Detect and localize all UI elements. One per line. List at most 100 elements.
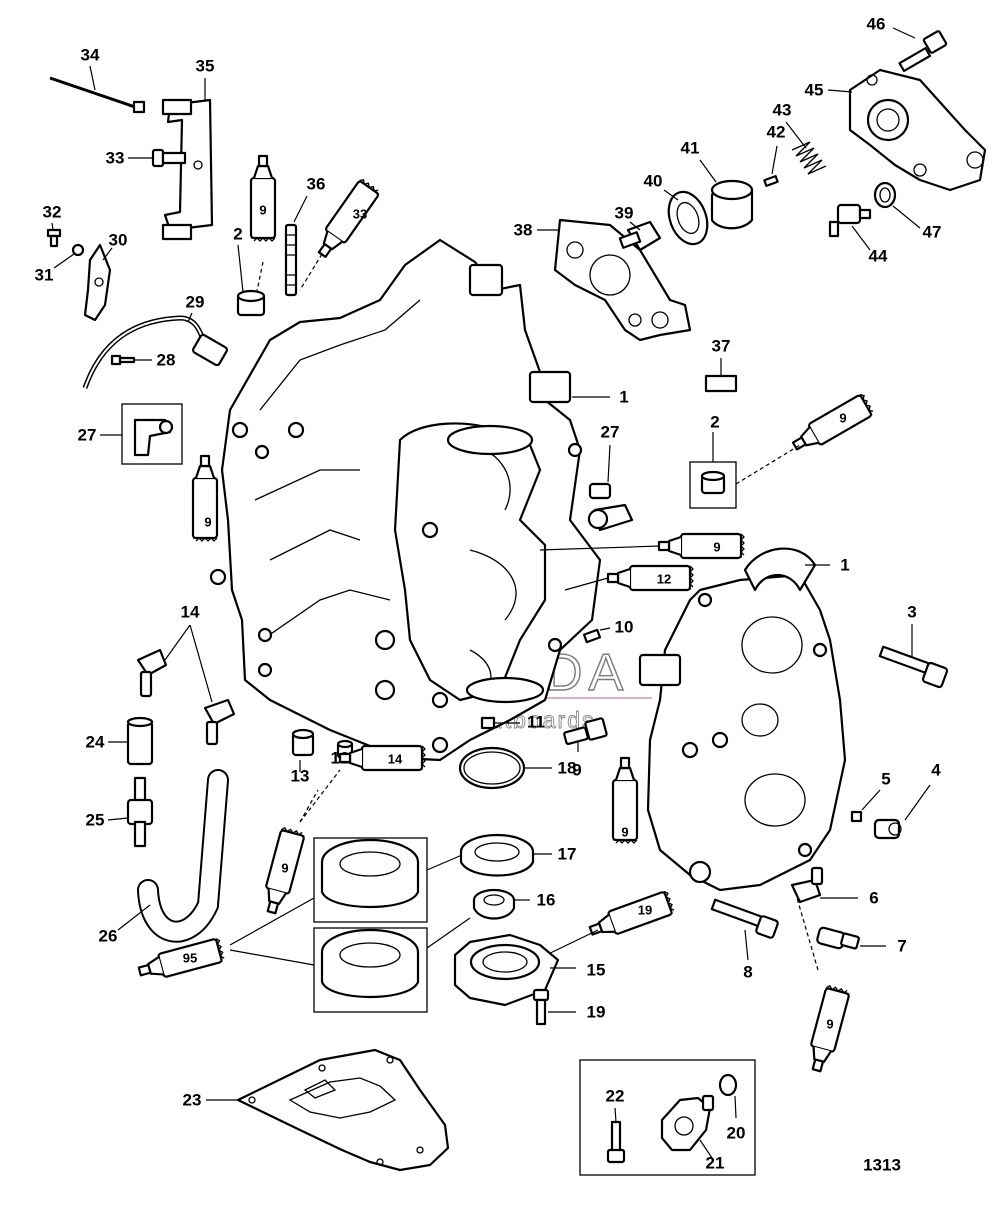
callout-17: 17 — [558, 845, 577, 864]
callout-42: 42 — [767, 123, 786, 142]
callout-3: 3 — [907, 603, 916, 622]
seal-o-ring — [458, 746, 526, 790]
callout-40: 40 — [644, 172, 663, 191]
oil-seal — [459, 833, 535, 877]
tube-label-9a: 9 — [259, 203, 266, 218]
sealant-tube-9d — [657, 532, 746, 560]
tube-label-14: 14 — [388, 752, 403, 767]
small-screw — [46, 228, 62, 248]
diagram-id: 1313 — [863, 1156, 901, 1175]
sealant-tube-19 — [585, 889, 677, 944]
sealant-tube-12 — [606, 564, 695, 592]
callout-1a: 1 — [619, 388, 628, 407]
temperature-sensor — [660, 1094, 715, 1152]
check-valve — [873, 818, 902, 840]
callout-19: 19 — [587, 1003, 606, 1022]
callout-15: 15 — [587, 961, 606, 980]
tube-label-19: 19 — [638, 903, 652, 918]
poppet-cup — [710, 179, 754, 230]
thermostat-housing — [848, 68, 987, 192]
tube-label-9d: 9 — [713, 540, 720, 555]
callout-20: 20 — [727, 1124, 746, 1143]
cylinder-block — [209, 238, 602, 762]
callout-27a: 27 — [78, 426, 97, 445]
dowel-pin-2 — [700, 470, 726, 495]
spring — [791, 141, 827, 175]
tube-label-9e: 9 — [621, 825, 628, 840]
small-seal — [472, 888, 516, 920]
small-dowel-2 — [480, 716, 496, 730]
callout-34: 34 — [81, 46, 100, 65]
hose-fitting — [828, 203, 872, 238]
callout-32: 32 — [43, 203, 62, 222]
cover-bolt — [878, 645, 949, 689]
callout-16: 16 — [537, 891, 556, 910]
callout-35: 35 — [196, 57, 215, 76]
callout-5: 5 — [881, 770, 890, 789]
callout-47: 47 — [923, 223, 942, 242]
callout-37: 37 — [712, 337, 731, 356]
long-bolt — [49, 76, 146, 114]
callout-31: 31 — [35, 266, 54, 285]
callout-41: 41 — [681, 139, 700, 158]
callout-39: 39 — [615, 204, 634, 223]
callout-7: 7 — [897, 937, 906, 956]
callout-18: 18 — [558, 759, 577, 778]
housing-bolt — [898, 30, 948, 73]
callout-26: 26 — [99, 927, 118, 946]
callout-23: 23 — [183, 1091, 202, 1110]
callout-8: 8 — [743, 963, 752, 982]
hose-sleeve — [126, 716, 154, 766]
elbow-fitting-3 — [790, 866, 824, 904]
tube-label-9c: 9 — [839, 411, 846, 426]
callout-2b: 2 — [710, 413, 719, 432]
base-gasket — [236, 1048, 450, 1172]
pin-2 — [850, 810, 863, 823]
tube-label-9b: 9 — [204, 515, 211, 530]
callout-36: 36 — [307, 175, 326, 194]
callout-30: 30 — [109, 231, 128, 250]
stud — [284, 223, 298, 297]
sealant-tube-95 — [135, 936, 227, 985]
callout-27b: 27 — [601, 423, 620, 442]
callout-2a: 2 — [233, 225, 242, 244]
decal-plate — [704, 374, 738, 393]
sensor-kit-box — [579, 1059, 756, 1176]
diaphragm — [667, 190, 709, 246]
tube-label-33: 33 — [353, 207, 367, 222]
callout-10: 10 — [615, 618, 634, 637]
screw — [151, 148, 187, 168]
elbow-fitting-2 — [587, 482, 634, 532]
callout-38: 38 — [514, 221, 533, 240]
callout-6: 6 — [869, 889, 878, 908]
inline-filter — [126, 776, 154, 848]
callout-44: 44 — [869, 247, 888, 266]
callout-11: 11 — [527, 713, 545, 732]
sensor-screw — [606, 1120, 626, 1164]
crankcase-cover — [638, 547, 847, 892]
elbow-fitting — [133, 418, 174, 457]
callout-13: 13 — [291, 767, 310, 786]
bearing-box-upper — [313, 837, 428, 923]
sealant-tube-9a — [249, 154, 277, 243]
callout-43: 43 — [773, 101, 792, 120]
tube-label-12: 12 — [657, 572, 671, 587]
long-bolt-2 — [710, 898, 779, 939]
callout-25: 25 — [86, 811, 105, 830]
carrier-screw — [532, 988, 550, 1026]
callout-14: 14 — [181, 603, 200, 622]
thermostat — [618, 220, 662, 252]
seal-carrier — [453, 933, 560, 1007]
tube-label-9g: 9 — [826, 1017, 833, 1032]
callout-24: 24 — [86, 733, 105, 752]
sealant-tube-9c — [787, 392, 876, 458]
tube-label-9f: 9 — [281, 861, 288, 876]
throttle-arm — [83, 243, 112, 322]
fitting-box — [121, 403, 183, 465]
o-ring — [873, 181, 897, 209]
pin — [763, 175, 779, 187]
callout-1b: 1 — [840, 556, 849, 575]
callout-21: 21 — [706, 1154, 725, 1173]
lower-bearing — [320, 928, 420, 999]
callout-33: 33 — [106, 149, 125, 168]
